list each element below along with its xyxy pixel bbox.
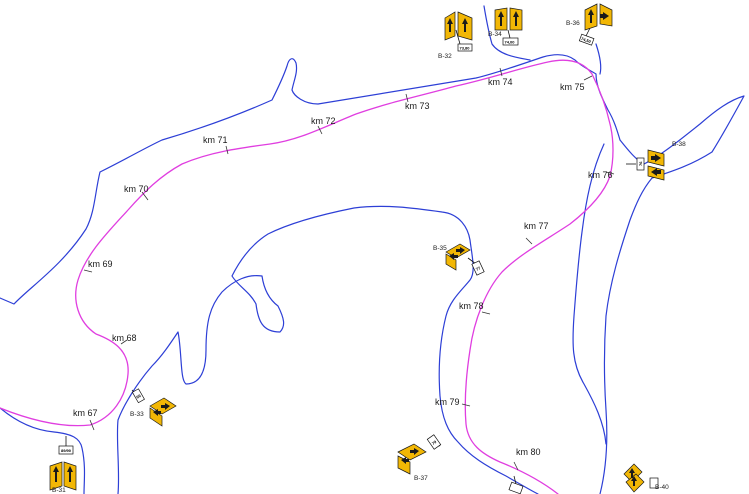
route-axis — [0, 59, 614, 494]
sign-id-b-36: B-36 — [566, 20, 580, 27]
river-bank-center — [572, 143, 607, 445]
km-tick-77 — [525, 237, 533, 245]
km-tick-76 — [605, 171, 615, 175]
sign-b-40: 80 B-40 — [623, 463, 669, 493]
sign-plaque-b-37: 79 — [431, 439, 438, 446]
sign-plaque-b-38: 76 — [638, 161, 643, 166]
sign-id-b-33: B-33 — [130, 411, 144, 418]
sign-plaque-b-36: 74,50 — [580, 36, 592, 44]
sign-id-b-35: B-35 — [433, 245, 447, 252]
km-label-67: km 67 — [73, 408, 98, 418]
river-bank-north — [0, 54, 621, 305]
sign-b-32: 73,80 B-32 — [438, 11, 473, 60]
sign-id-b-34: B-34 — [488, 31, 502, 38]
river-tributary — [483, 5, 531, 61]
km-label-76: km 76 — [588, 170, 613, 180]
km-label-72: km 72 — [311, 116, 336, 126]
sign-b-35: 77 B-35 — [433, 243, 485, 276]
river-bank-west — [0, 407, 86, 494]
up-arrow-icon — [447, 18, 453, 32]
sign-b-38: 76 B-38 — [626, 141, 686, 181]
sign-b-37: 79 B-37 — [397, 434, 442, 482]
left-arrow-icon — [651, 168, 661, 176]
up-arrow-icon — [588, 9, 594, 23]
right-arrow-icon — [161, 403, 170, 410]
sign-plaque-b-31: 89/90 — [61, 448, 72, 453]
right-arrow-icon — [651, 154, 661, 162]
river-bank-east — [599, 95, 745, 494]
km-tick-70 — [141, 191, 149, 201]
sign-plaque-b-34: 74,00 — [505, 40, 516, 45]
up-arrow-icon — [631, 476, 637, 486]
km-tick-80 — [513, 461, 519, 471]
km-label-78: km 78 — [459, 301, 484, 311]
sign-id-b-37: B-37 — [414, 475, 428, 482]
sign-id-b-31: B-31 — [52, 487, 66, 494]
left-arrow-icon — [401, 457, 409, 464]
km-tick-69 — [83, 269, 93, 273]
km-label-68: km 68 — [112, 333, 137, 343]
river-bank-upper-right — [595, 43, 602, 75]
km-label-73: km 73 — [405, 101, 430, 111]
sign-plaque-b-32: 73,80 — [460, 46, 471, 51]
sign-plaque-b-33: 66 — [135, 393, 142, 400]
right-arrow-icon — [410, 448, 419, 455]
km-label-70: km 70 — [124, 184, 149, 194]
river-bank-inner — [116, 205, 539, 494]
left-arrow-icon — [153, 409, 161, 416]
sign-b-31: 89/90 B-31 — [49, 436, 77, 494]
km-tick-67 — [89, 419, 95, 431]
km-label-74: km 74 — [488, 77, 513, 87]
sign-b-36: 74,50 B-36 — [566, 3, 613, 46]
up-arrow-icon — [498, 11, 504, 26]
km-tick-68 — [120, 339, 128, 345]
up-arrow-icon — [629, 468, 635, 478]
km-tick-72 — [317, 125, 323, 135]
km-label-71: km 71 — [203, 135, 228, 145]
right-arrow-icon — [600, 12, 609, 20]
km-label-69: km 69 — [88, 259, 113, 269]
km-label-79: km 79 — [435, 397, 460, 407]
sign-id-b-32: B-32 — [438, 53, 452, 60]
km-tick-79 — [461, 403, 471, 407]
sign-plaque-near-km-80 — [508, 475, 524, 494]
km-label-75: km 75 — [560, 82, 585, 92]
up-arrow-icon — [53, 466, 59, 482]
sign-id-b-38: B-38 — [672, 141, 686, 148]
up-arrow-icon — [513, 11, 519, 26]
km-tick-71 — [225, 145, 229, 155]
km-label-80: km 80 — [516, 447, 541, 457]
km-tick-75 — [583, 75, 593, 81]
km-tick-73 — [405, 93, 409, 103]
sign-id-b-40: B-40 — [655, 484, 669, 491]
left-arrow-icon — [449, 253, 458, 260]
sign-b-34: 74,00 B-34 — [488, 7, 523, 46]
right-arrow-icon — [456, 247, 465, 254]
km-tick-78 — [481, 311, 491, 315]
km-label-77: km 77 — [524, 221, 549, 231]
up-arrow-icon — [462, 18, 468, 32]
sign-plaque-b-35: 77 — [475, 265, 482, 272]
sign-b-33: 66 B-33 — [130, 388, 177, 427]
km-tick-74 — [499, 67, 503, 77]
up-arrow-icon — [67, 466, 73, 482]
